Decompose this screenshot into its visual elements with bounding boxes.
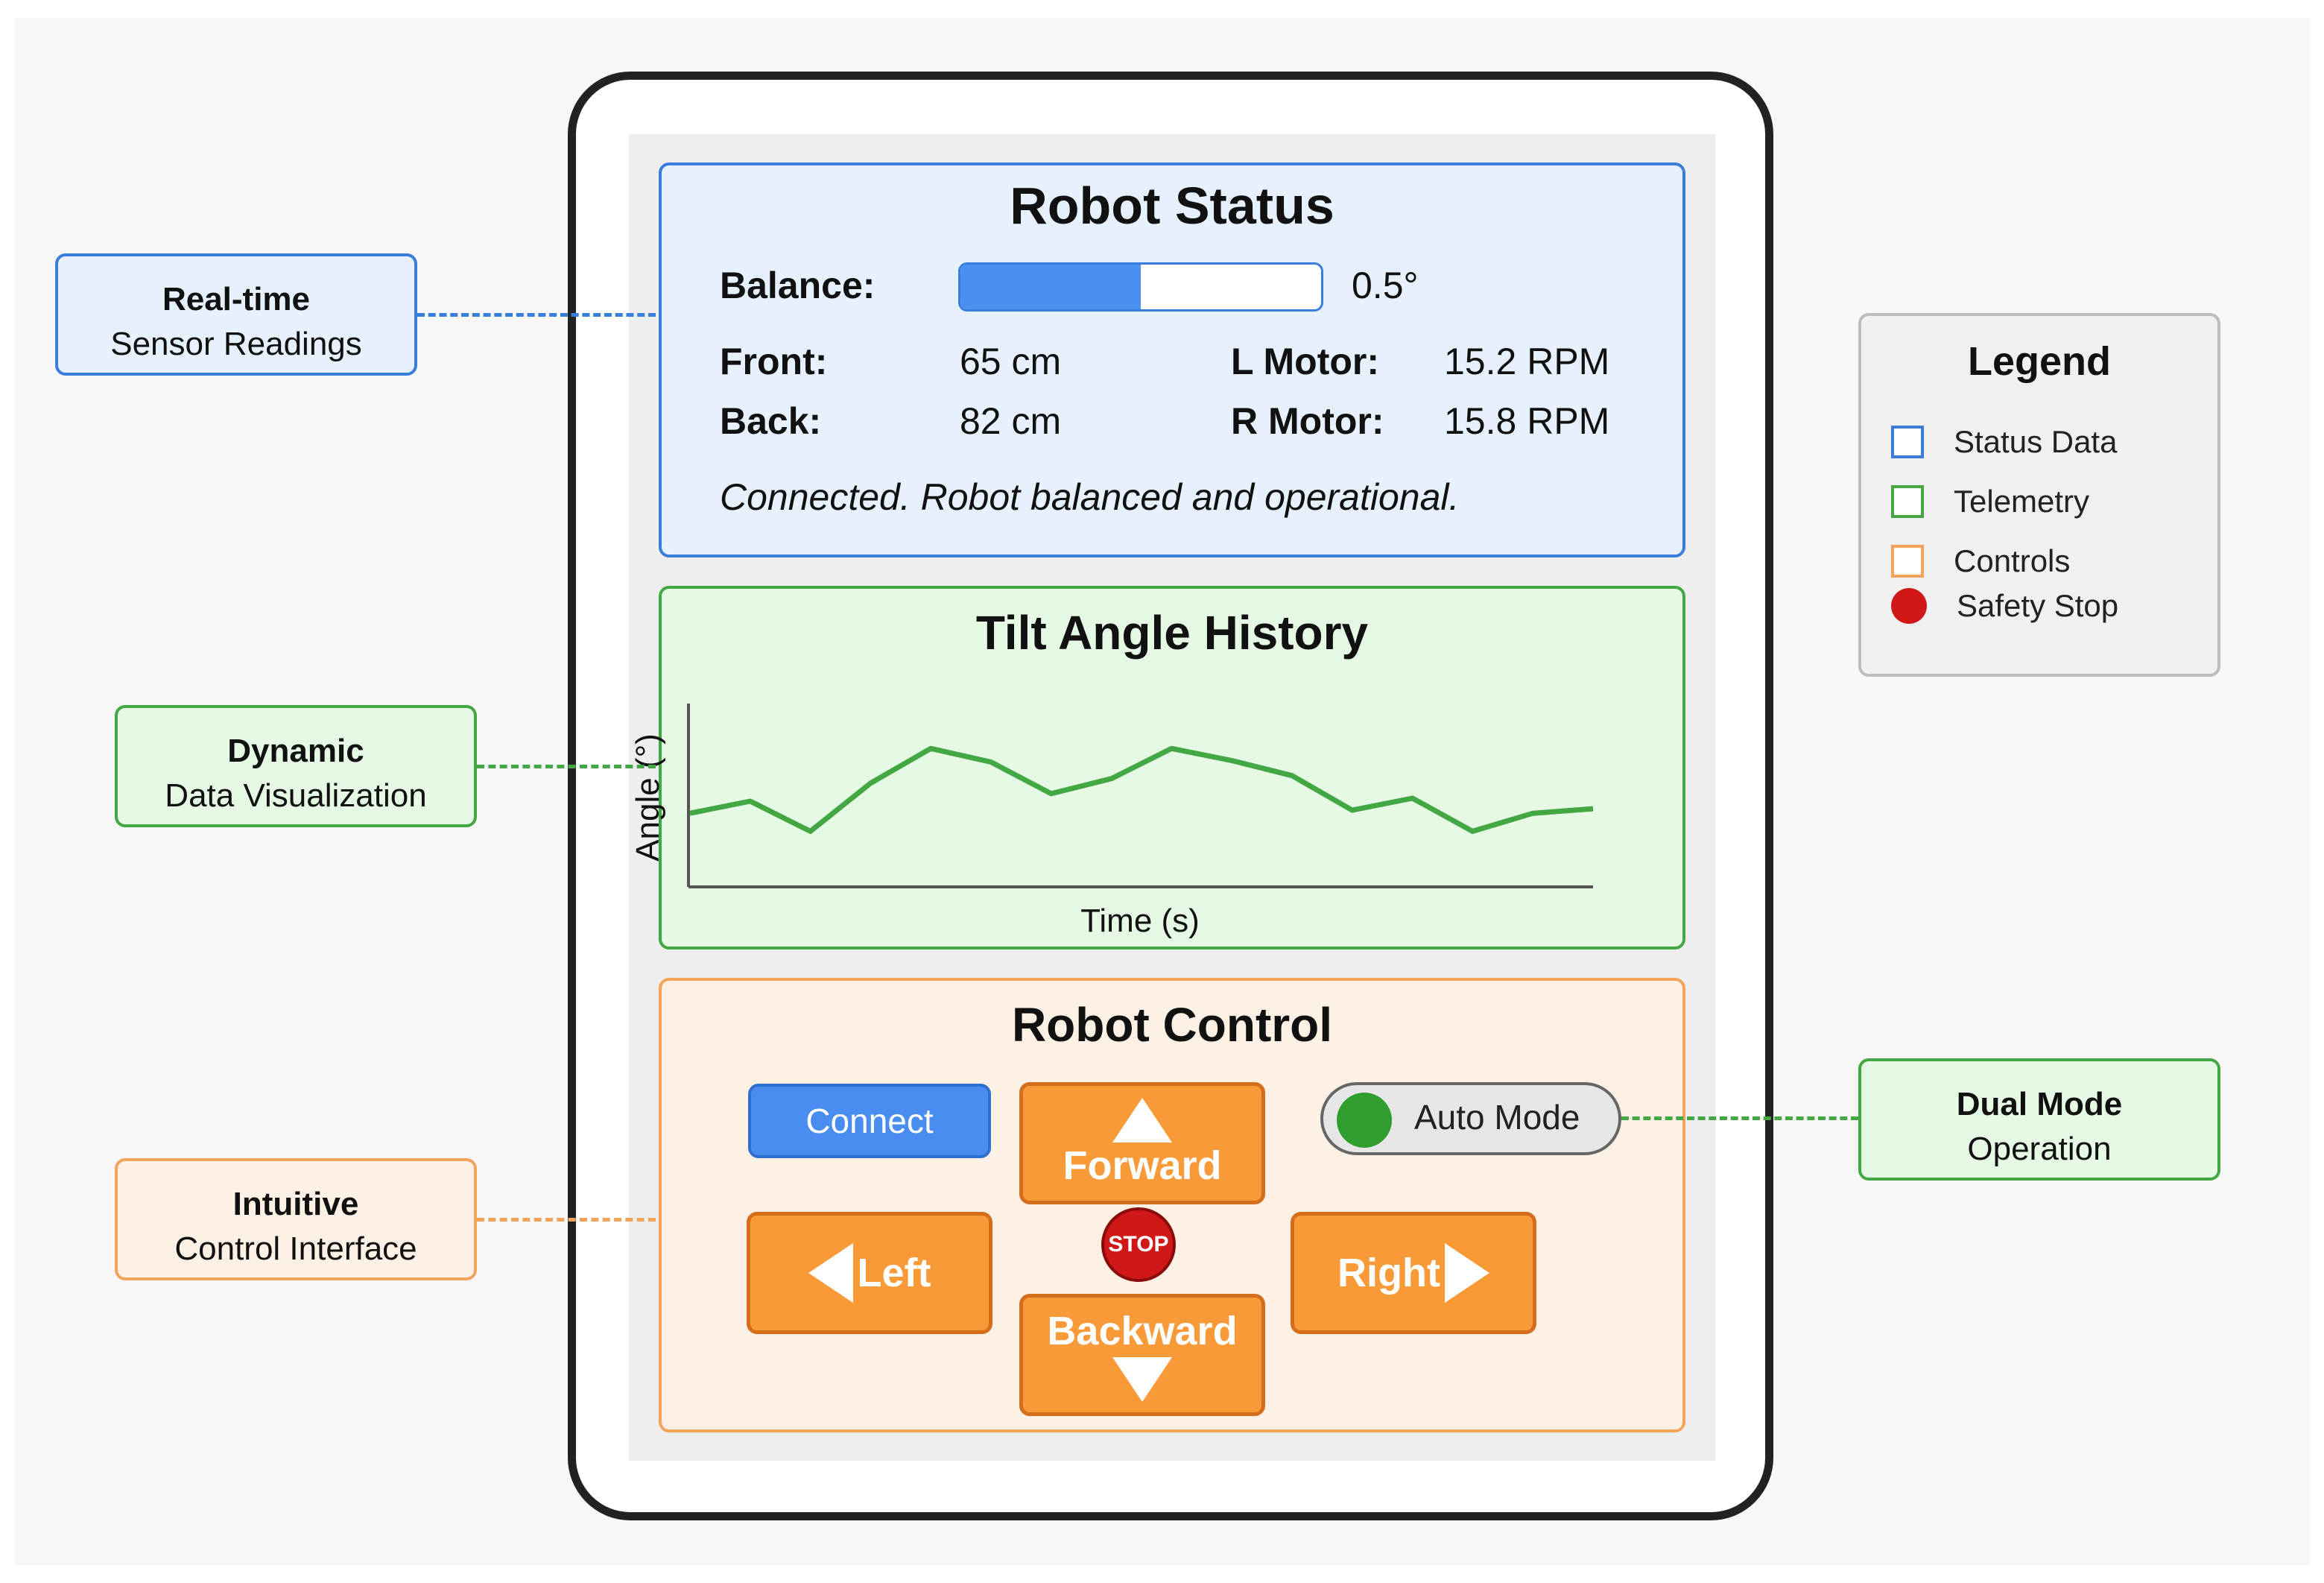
balance-bar: [958, 262, 1323, 312]
connector-intuitive: [477, 1218, 656, 1222]
legend-label: Status Data: [1954, 424, 2118, 459]
connector-dynamic: [477, 765, 656, 768]
legend-title: Legend: [1967, 339, 2111, 384]
left-button[interactable]: Left: [747, 1212, 992, 1334]
tilt-angle-panel: Tilt Angle History: [659, 586, 1685, 950]
callout-dual-sub: Operation: [1967, 1131, 2112, 1167]
left-motor-label: L Motor:: [1231, 341, 1380, 382]
callout-intuitive-heading: Intuitive: [232, 1186, 359, 1222]
down-arrow-icon: [1112, 1357, 1172, 1402]
legend-label: Safety Stop: [1957, 588, 2119, 623]
backward-button-label: Backward: [1047, 1309, 1238, 1353]
backward-button[interactable]: Backward: [1019, 1294, 1265, 1416]
callout-dual-heading: Dual Mode: [1956, 1086, 2123, 1122]
emergency-stop-button[interactable]: STOP: [1101, 1207, 1176, 1282]
legend-label: Telemetry: [1954, 484, 2090, 519]
front-value: 65 cm: [960, 341, 1062, 382]
auto-mode-label: Auto Mode: [1414, 1098, 1580, 1137]
legend-item-status-data: Status Data: [1891, 423, 2117, 461]
callout-dual-mode: Dual Mode Operation: [1858, 1058, 2220, 1181]
left-motor-value: 15.2 RPM: [1444, 341, 1610, 382]
balance-value: 0.5°: [1352, 265, 1419, 306]
robot-control-title: Robot Control: [1011, 998, 1333, 1052]
callout-intuitive-sub: Control Interface: [174, 1230, 417, 1267]
forward-button[interactable]: Forward: [1019, 1082, 1265, 1204]
connector-dual-mode: [1621, 1116, 1858, 1120]
legend-item-telemetry: Telemetry: [1891, 483, 2089, 520]
balance-bar-fill: [960, 265, 1141, 309]
auto-mode-toggle[interactable]: Auto Mode: [1320, 1082, 1621, 1155]
connector-realtime: [417, 313, 656, 317]
controls-swatch: [1891, 545, 1924, 578]
forward-button-label: Forward: [1063, 1143, 1222, 1188]
safety-stop-dot-icon: [1891, 588, 1927, 624]
callout-realtime-sub: Sensor Readings: [110, 326, 362, 362]
callout-dynamic-heading: Dynamic: [227, 733, 364, 769]
stop-label: STOP: [1108, 1232, 1169, 1257]
robot-status-title: Robot Status: [1010, 177, 1334, 235]
right-button-label: Right: [1337, 1251, 1440, 1295]
callout-realtime-heading: Real-time: [162, 281, 311, 317]
connect-button[interactable]: Connect: [748, 1084, 991, 1158]
balance-label: Balance:: [720, 265, 876, 306]
status-data-swatch: [1891, 426, 1924, 458]
callout-realtime: Real-time Sensor Readings: [55, 253, 417, 376]
back-label: Back:: [720, 400, 822, 442]
robot-status-panel: Robot Status: [659, 162, 1685, 557]
left-arrow-icon: [808, 1243, 853, 1303]
telemetry-swatch: [1891, 485, 1924, 518]
callout-intuitive: Intuitive Control Interface: [115, 1158, 477, 1280]
callout-dynamic-sub: Data Visualization: [165, 777, 427, 814]
toggle-knob: [1337, 1093, 1392, 1148]
legend-item-controls: Controls: [1891, 543, 2070, 580]
right-motor-value: 15.8 RPM: [1444, 400, 1610, 442]
legend-label: Controls: [1954, 543, 2071, 578]
legend-item-safety-stop: Safety Stop: [1891, 587, 2118, 625]
status-message: Connected. Robot balanced and operationa…: [720, 476, 1460, 518]
back-value: 82 cm: [960, 400, 1062, 442]
front-label: Front:: [720, 341, 828, 382]
right-arrow-icon: [1444, 1243, 1489, 1303]
tilt-angle-title: Tilt Angle History: [975, 606, 1369, 660]
connect-button-label: Connect: [805, 1102, 934, 1140]
left-button-label: Left: [857, 1251, 931, 1295]
callout-dynamic: Dynamic Data Visualization: [115, 705, 477, 827]
up-arrow-icon: [1112, 1098, 1172, 1143]
right-motor-label: R Motor:: [1231, 400, 1384, 442]
right-button[interactable]: Right: [1291, 1212, 1536, 1334]
legend: Legend Status Data Telemetry Controls Sa…: [1858, 313, 2220, 677]
